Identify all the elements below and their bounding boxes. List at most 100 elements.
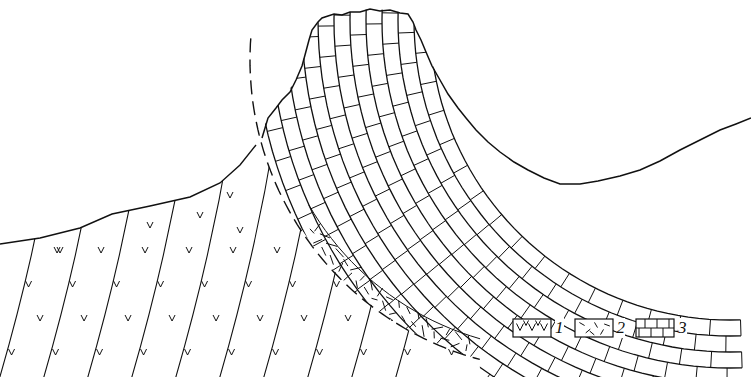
breccia-mark xyxy=(446,329,450,335)
volcanic-mark xyxy=(317,349,323,355)
bed-joint xyxy=(445,327,456,339)
bed-joint xyxy=(390,215,404,223)
volcanic-mark xyxy=(524,321,529,326)
bed-joint xyxy=(535,256,545,269)
bed-joint xyxy=(254,38,270,40)
bed-joint xyxy=(337,182,352,188)
bed-joint xyxy=(325,154,340,159)
bed-joint xyxy=(477,225,489,235)
bed-joint xyxy=(363,162,378,168)
bed-joint xyxy=(376,151,391,157)
bed-joint xyxy=(353,245,367,253)
legend-item: 2 xyxy=(574,318,626,338)
bed-joint xyxy=(393,102,409,106)
legend-item: 3 xyxy=(635,318,687,338)
breccia-mark xyxy=(364,287,369,294)
volcanic-layer-line xyxy=(263,140,318,377)
bed-joint xyxy=(521,343,530,357)
brick-joint xyxy=(639,328,640,337)
bed-joint xyxy=(312,239,326,247)
brick-joint xyxy=(651,328,652,337)
breccia-mark xyxy=(336,249,344,258)
bed-joint xyxy=(429,110,444,115)
bed-joint xyxy=(419,347,430,359)
bed-joint xyxy=(561,273,570,287)
legend-number: 3 xyxy=(678,318,687,338)
bed-joint xyxy=(335,45,351,46)
ground-surface xyxy=(262,9,751,184)
volcanic-mark xyxy=(185,349,191,355)
bed-joint xyxy=(443,367,453,377)
bedding-line xyxy=(302,0,745,377)
bed-joint xyxy=(481,374,490,377)
brick-joint xyxy=(669,319,670,328)
volcanic-layer-line xyxy=(43,140,98,377)
bed-joint xyxy=(617,300,623,315)
bed-joint xyxy=(414,21,430,22)
volcanic-mark xyxy=(169,315,175,321)
volcanic-mark xyxy=(494,247,500,253)
volcanic-mark xyxy=(213,315,219,321)
bed-joint xyxy=(727,368,728,377)
bed-joint xyxy=(370,270,383,279)
bed-joint xyxy=(368,54,384,56)
bed-joint xyxy=(403,205,417,213)
bed-joint xyxy=(458,317,469,329)
bed-joint xyxy=(522,266,532,279)
bed-joint xyxy=(295,107,311,110)
bed-joint xyxy=(382,260,395,269)
legend-swatch xyxy=(574,318,614,338)
volcanic-mark xyxy=(517,324,524,331)
volcanic-mark xyxy=(449,349,455,355)
bed-joint xyxy=(482,336,492,349)
bed-joint xyxy=(376,304,388,314)
breccia-mark xyxy=(585,329,590,333)
bed-joint xyxy=(588,288,595,302)
bed-joint xyxy=(421,81,437,84)
swatch-frame xyxy=(575,319,613,337)
volcanic-mark xyxy=(53,349,59,355)
bed-joint xyxy=(470,191,483,200)
bed-joint xyxy=(353,64,369,66)
bed-joint xyxy=(486,256,497,267)
volcanic-mark xyxy=(227,192,233,198)
ground-surface xyxy=(0,145,256,244)
volcanic-layer-line xyxy=(175,140,230,377)
bed-joint xyxy=(324,192,339,199)
breccia-mark xyxy=(315,223,321,231)
bed-joint xyxy=(379,113,395,117)
bed-joint xyxy=(441,175,455,183)
bed-joint xyxy=(350,34,366,36)
bed-joint xyxy=(407,240,420,249)
bed-joint xyxy=(534,368,542,377)
breccia-mark xyxy=(411,321,415,326)
bed-joint xyxy=(324,229,338,237)
volcanic-mark xyxy=(97,349,103,355)
breccia-mark xyxy=(310,229,314,234)
legend-number: 1 xyxy=(555,318,564,338)
bed-joint xyxy=(289,146,304,151)
bedding-line xyxy=(286,0,746,377)
swatch-frame xyxy=(636,319,674,337)
bed-joint xyxy=(324,86,340,89)
bed-joint xyxy=(352,133,367,138)
breccia-mark xyxy=(322,247,326,256)
bedding-line xyxy=(350,0,743,377)
bed-joint xyxy=(316,125,332,129)
bed-joint xyxy=(590,358,596,373)
bed-joint xyxy=(358,94,374,97)
bed-joint xyxy=(338,75,354,77)
bed-joint xyxy=(399,1,415,3)
breccia-mark xyxy=(432,327,444,329)
bed-joint xyxy=(395,250,408,259)
bed-joint xyxy=(318,25,334,26)
bed-joint xyxy=(448,286,459,297)
volcanic-mark xyxy=(529,324,536,331)
bed-joint xyxy=(312,164,327,169)
bed-joint xyxy=(384,336,396,347)
breccia-mark xyxy=(579,323,584,326)
bedding-line xyxy=(414,0,741,336)
bed-joint xyxy=(339,144,354,149)
volcanic-mark xyxy=(237,227,243,233)
bed-joint xyxy=(357,280,370,289)
